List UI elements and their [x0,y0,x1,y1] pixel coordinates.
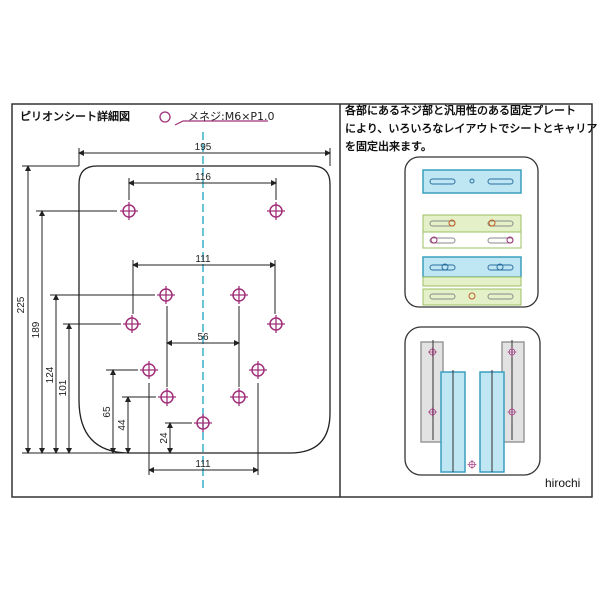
description-line-1: 各部にあるネジ部と汎用性のある固定プレート [345,104,576,117]
hole-icon [122,314,142,334]
hole-icon [157,387,177,407]
hole-icon [229,387,249,407]
dim-111-mid: 111 [195,254,211,265]
hole-icon [139,360,159,380]
dim-116: 116 [195,172,211,183]
hole-icon [266,314,286,334]
hole-icon [193,413,213,433]
dim-195: 195 [195,142,212,153]
thread-spec-label: メネジ:M6×P1.0 [188,110,275,123]
dim-124: 124 [45,366,56,383]
hole-icon [119,201,139,221]
dimension-lines [22,148,331,475]
dim-225: 225 [16,296,27,313]
dim-65: 65 [102,406,113,418]
watermark: hirochi [545,476,581,490]
dim-24: 24 [159,432,170,444]
layout-example-horizontal [404,156,539,308]
dim-56: 56 [197,332,209,343]
dim-111-bottom: 111 [195,459,211,470]
hole-icon [156,285,176,305]
description-line-2: により、いろいろなレイアウトでシートとキャリア [345,122,598,135]
drawing-title: ピリオンシート詳細図 [20,110,130,123]
description-line-3: を固定出来ます。 [345,140,432,153]
hole-icon [266,201,286,221]
hole-icon [229,285,249,305]
outer-frame [11,103,593,498]
legend-hole-icon [159,111,268,126]
dim-44: 44 [117,419,128,431]
dim-189: 189 [31,321,42,338]
hole-icon [248,360,268,380]
seat-plate-outline [78,165,331,454]
layout-example-vertical [404,326,541,476]
dim-101: 101 [58,379,69,396]
